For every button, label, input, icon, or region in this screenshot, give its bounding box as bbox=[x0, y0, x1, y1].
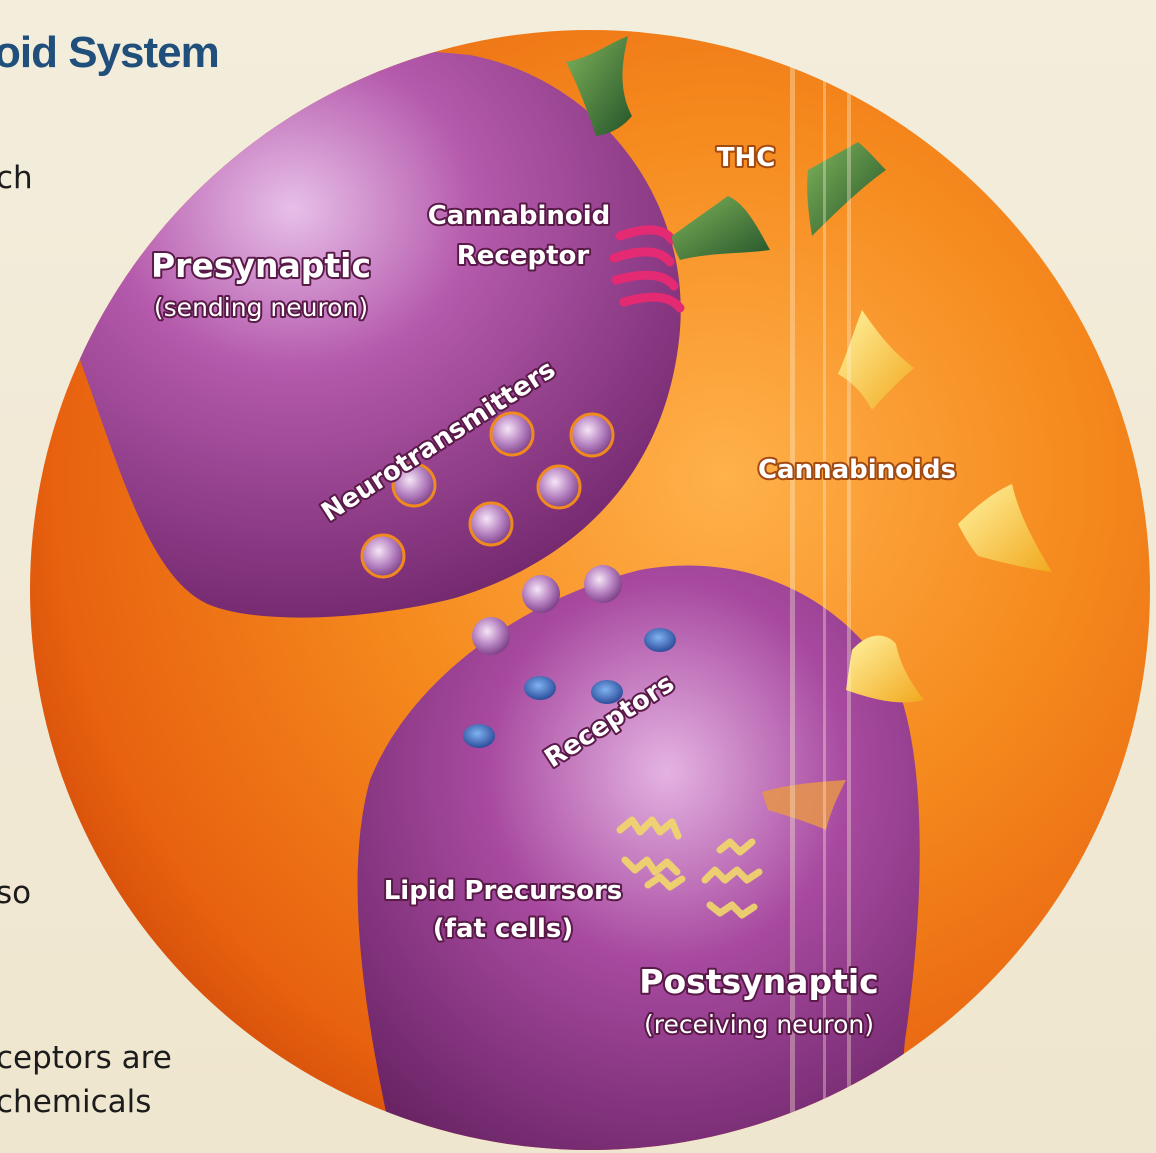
label-presynaptic-sub: (sending neuron) bbox=[154, 293, 368, 322]
label-presynaptic: Presynaptic bbox=[151, 246, 371, 285]
label-lipid-precursors: Lipid Precursors bbox=[384, 876, 623, 906]
label-cannabinoids: Cannabinoids bbox=[758, 455, 956, 485]
label-cannabinoid-receptor-line1: Cannabinoid bbox=[428, 201, 611, 231]
label-postsynaptic-sub: (receiving neuron) bbox=[644, 1010, 874, 1039]
label-cannabinoid-receptor-line2: Receptor bbox=[457, 241, 590, 271]
label-postsynaptic: Postsynaptic bbox=[639, 962, 878, 1001]
label-lipid-precursors-sub: (fat cells) bbox=[433, 914, 573, 944]
label-thc: THC bbox=[717, 143, 776, 173]
